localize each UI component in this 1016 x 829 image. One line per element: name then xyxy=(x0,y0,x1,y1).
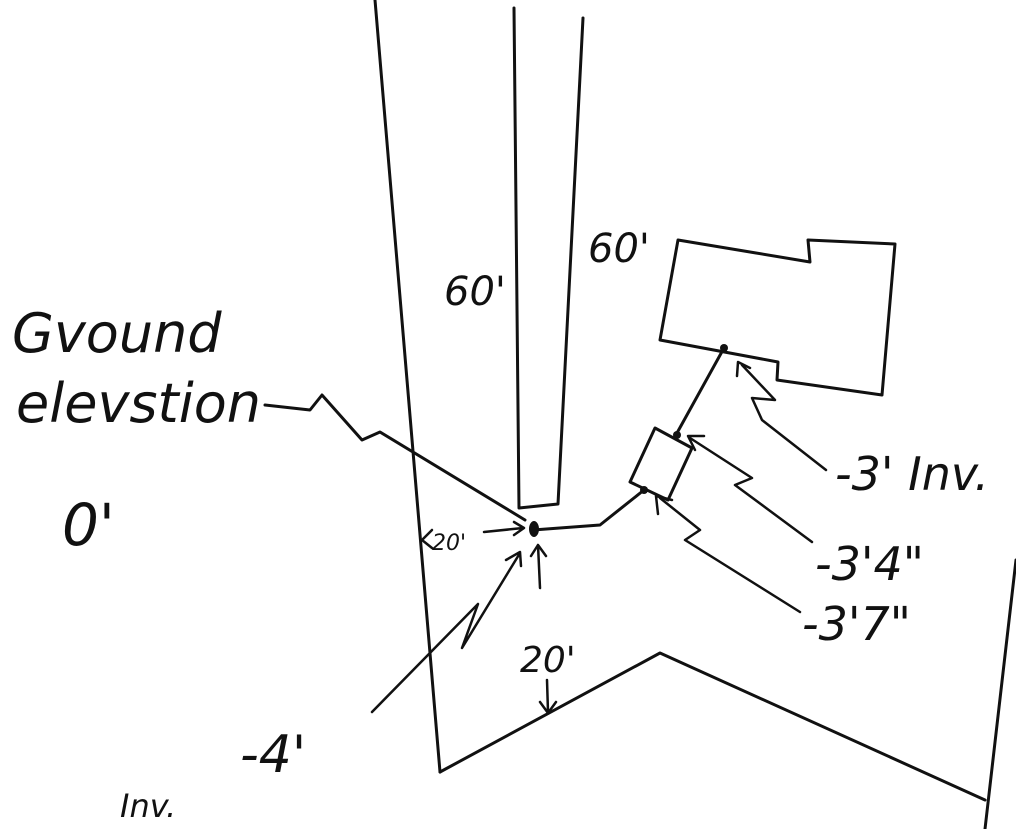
inv-box-bottom-label: -3'7" xyxy=(802,597,911,651)
inv-box-top-leader xyxy=(686,434,814,544)
inv-house-label: -3' Inv. xyxy=(835,447,989,501)
house-node-dot xyxy=(720,344,728,352)
septic-box xyxy=(628,426,694,502)
driveway-outline xyxy=(512,6,585,510)
ground-elevation-value: 0' xyxy=(62,491,115,559)
ground-elevation-label-line2: elevstion xyxy=(16,372,261,435)
house-outline xyxy=(658,238,897,397)
inv-box-bottom-leader xyxy=(654,494,802,614)
driveway xyxy=(512,6,585,510)
width-right-label: 60' xyxy=(588,226,650,272)
ground-elevation-leader xyxy=(263,393,527,522)
cleanout-marker xyxy=(529,521,539,537)
lot-bottom-chevron xyxy=(438,651,987,802)
ground-elevation-label-line1: Gvound xyxy=(12,302,222,365)
sewer-line xyxy=(531,346,726,532)
front-setback-arrow-down xyxy=(538,678,558,715)
lot-right-line xyxy=(983,558,1016,829)
side-setback-arrow-right xyxy=(482,520,526,537)
side-setback-arrow-left xyxy=(420,528,434,550)
box-top-node-dot xyxy=(673,431,681,439)
inv-cleanout-suffix: Inv. xyxy=(120,787,176,825)
width-left-label: 60' xyxy=(444,269,506,315)
inv-cleanout-label: -4' xyxy=(240,725,306,785)
setback-front-label: 20' xyxy=(520,640,576,681)
front-setback-arrow-up xyxy=(529,543,548,590)
lot-left-line xyxy=(373,0,442,774)
inv-cleanout-leader xyxy=(370,550,523,714)
box-bottom-node-dot xyxy=(640,486,648,494)
setback-side-label: 20' xyxy=(432,531,466,556)
inv-box-top-label: -3'4" xyxy=(815,537,924,591)
lot-boundary xyxy=(373,0,1016,829)
inv-house-leader xyxy=(735,360,828,472)
